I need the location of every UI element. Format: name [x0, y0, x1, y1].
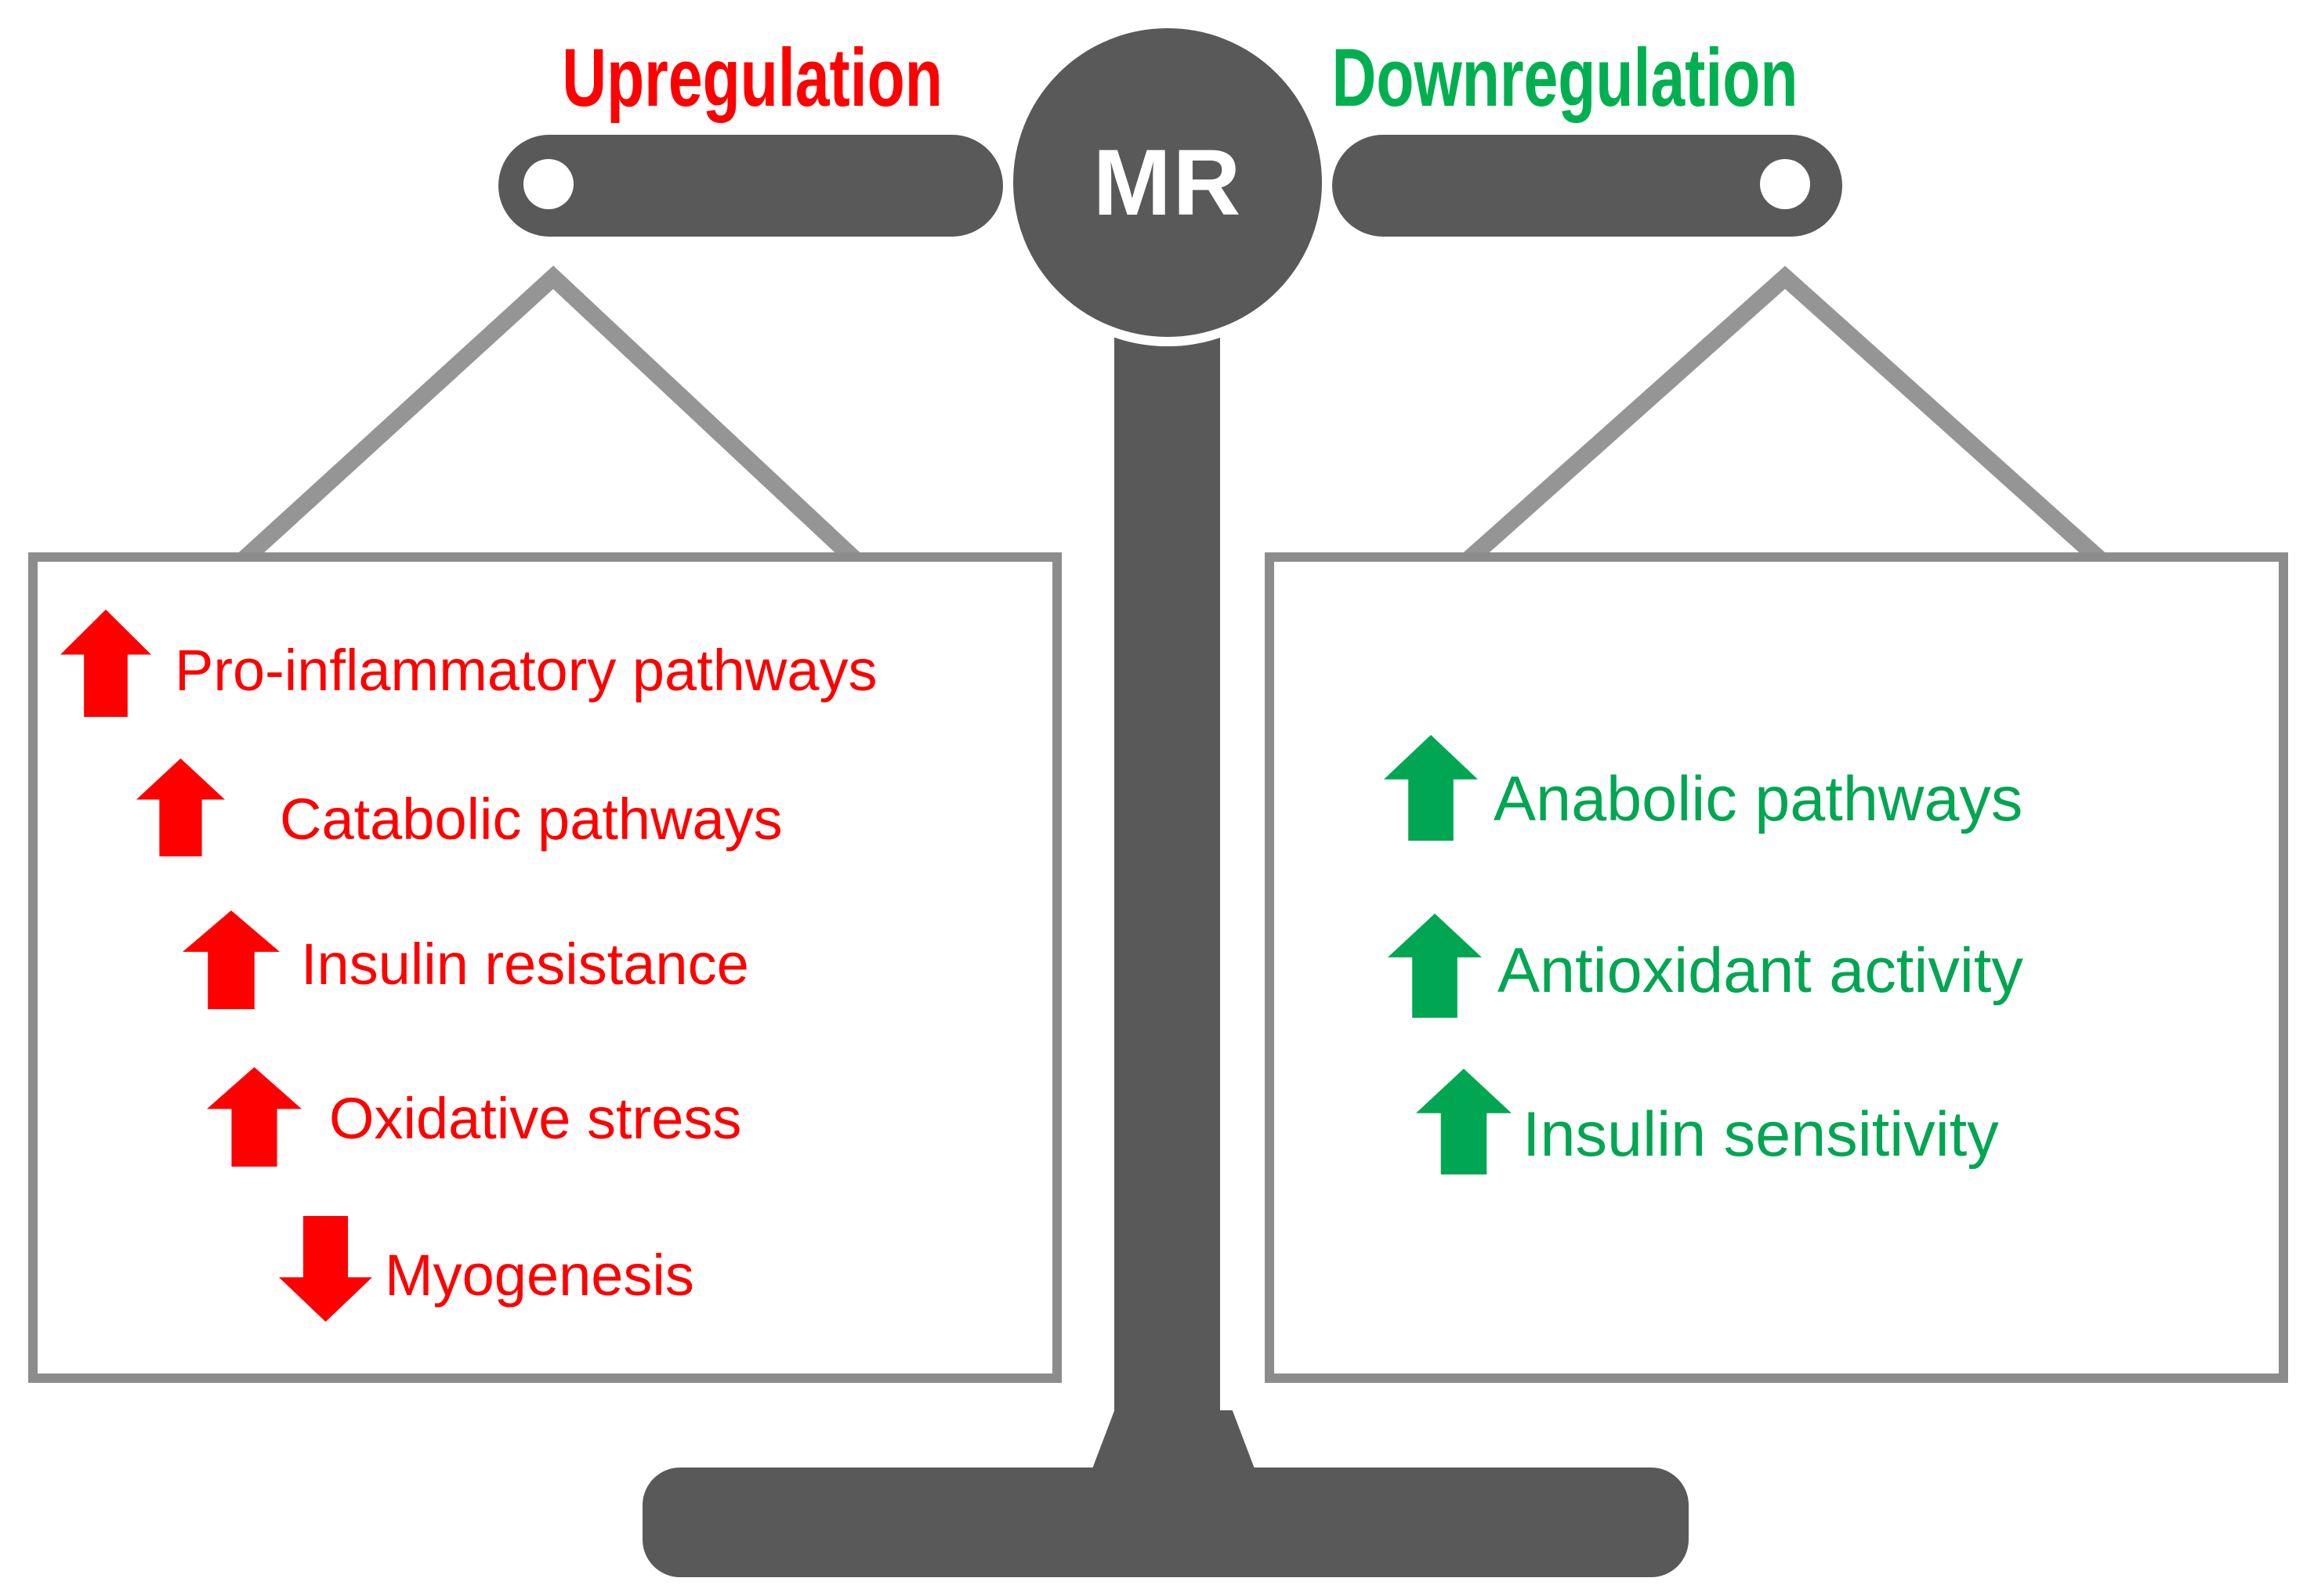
balance-beam-right — [1332, 135, 1842, 237]
item-label: Oxidative stress — [329, 1086, 742, 1151]
balance-beam-left — [498, 135, 1003, 237]
item-label: Catabolic pathways — [280, 787, 783, 852]
downregulation-title: Downregulation — [1331, 32, 1798, 124]
left-rope-icon — [236, 266, 863, 568]
item-label: Pro-inflammatory pathways — [175, 638, 878, 703]
upregulation-panel — [28, 552, 1062, 1383]
beam-hole-left-icon — [523, 159, 574, 209]
right-rope-icon — [1461, 266, 2108, 568]
mr-label: MR — [1092, 130, 1243, 235]
item-label: Antioxidant activity — [1497, 936, 2023, 1006]
beam-hole-right-icon — [1760, 159, 1810, 209]
upregulation-title: Upregulation — [562, 32, 943, 124]
mr-circle: MR — [1004, 19, 1331, 346]
item-label: Insulin resistance — [301, 932, 749, 997]
item-label: Myogenesis — [385, 1243, 694, 1308]
stand-post — [1114, 335, 1220, 1473]
stand-base — [643, 1468, 1689, 1577]
item-label: Insulin sensitivity — [1523, 1099, 1999, 1170]
stand-post-flare — [1089, 1410, 1258, 1477]
item-label: Anabolic pathways — [1494, 764, 2023, 834]
